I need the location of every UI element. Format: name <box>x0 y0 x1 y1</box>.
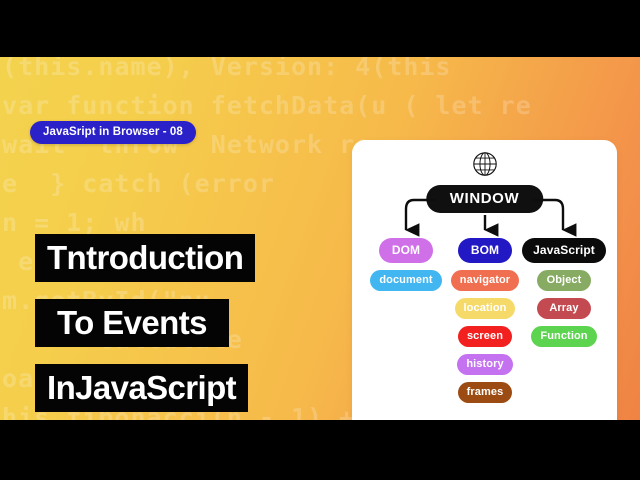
diagram-column-bom: BOM navigator location screen history fr… <box>445 238 525 403</box>
pill-location: location <box>454 298 516 319</box>
pill-history: history <box>457 354 513 375</box>
diagram-column-javascript: JavaScript Object Array Function <box>522 238 606 347</box>
pill-javascript-head: JavaScript <box>522 238 606 263</box>
title-line-2: To Events <box>35 299 229 347</box>
slide-canvas: r(this.name), Version: 4(this var functi… <box>0 57 640 420</box>
slide-left-column: JavaSript in Browser - 08 Tntroduction T… <box>0 57 350 420</box>
diagram-column-dom: DOM document <box>366 238 446 291</box>
letterbox-bottom <box>0 420 640 480</box>
title-line-3: InJavaScript <box>35 364 249 412</box>
pill-screen: screen <box>457 326 513 347</box>
window-node: WINDOW <box>425 185 544 213</box>
pill-navigator: navigator <box>450 270 520 291</box>
diagram-panel: WINDOW DOM document BOM <box>352 140 617 420</box>
pill-document: document <box>370 270 442 291</box>
pill-function: Function <box>531 326 597 347</box>
pill-array: Array <box>537 298 591 319</box>
pill-bom-head: BOM <box>458 238 512 263</box>
series-badge: JavaSript in Browser - 08 <box>30 121 196 144</box>
globe-icon <box>472 152 497 176</box>
pill-frames: frames <box>457 382 513 403</box>
title-line-1: Tntroduction <box>35 234 256 282</box>
pill-dom-head: DOM <box>379 238 433 263</box>
letterbox-top <box>0 0 640 57</box>
pill-object: Object <box>537 270 591 291</box>
